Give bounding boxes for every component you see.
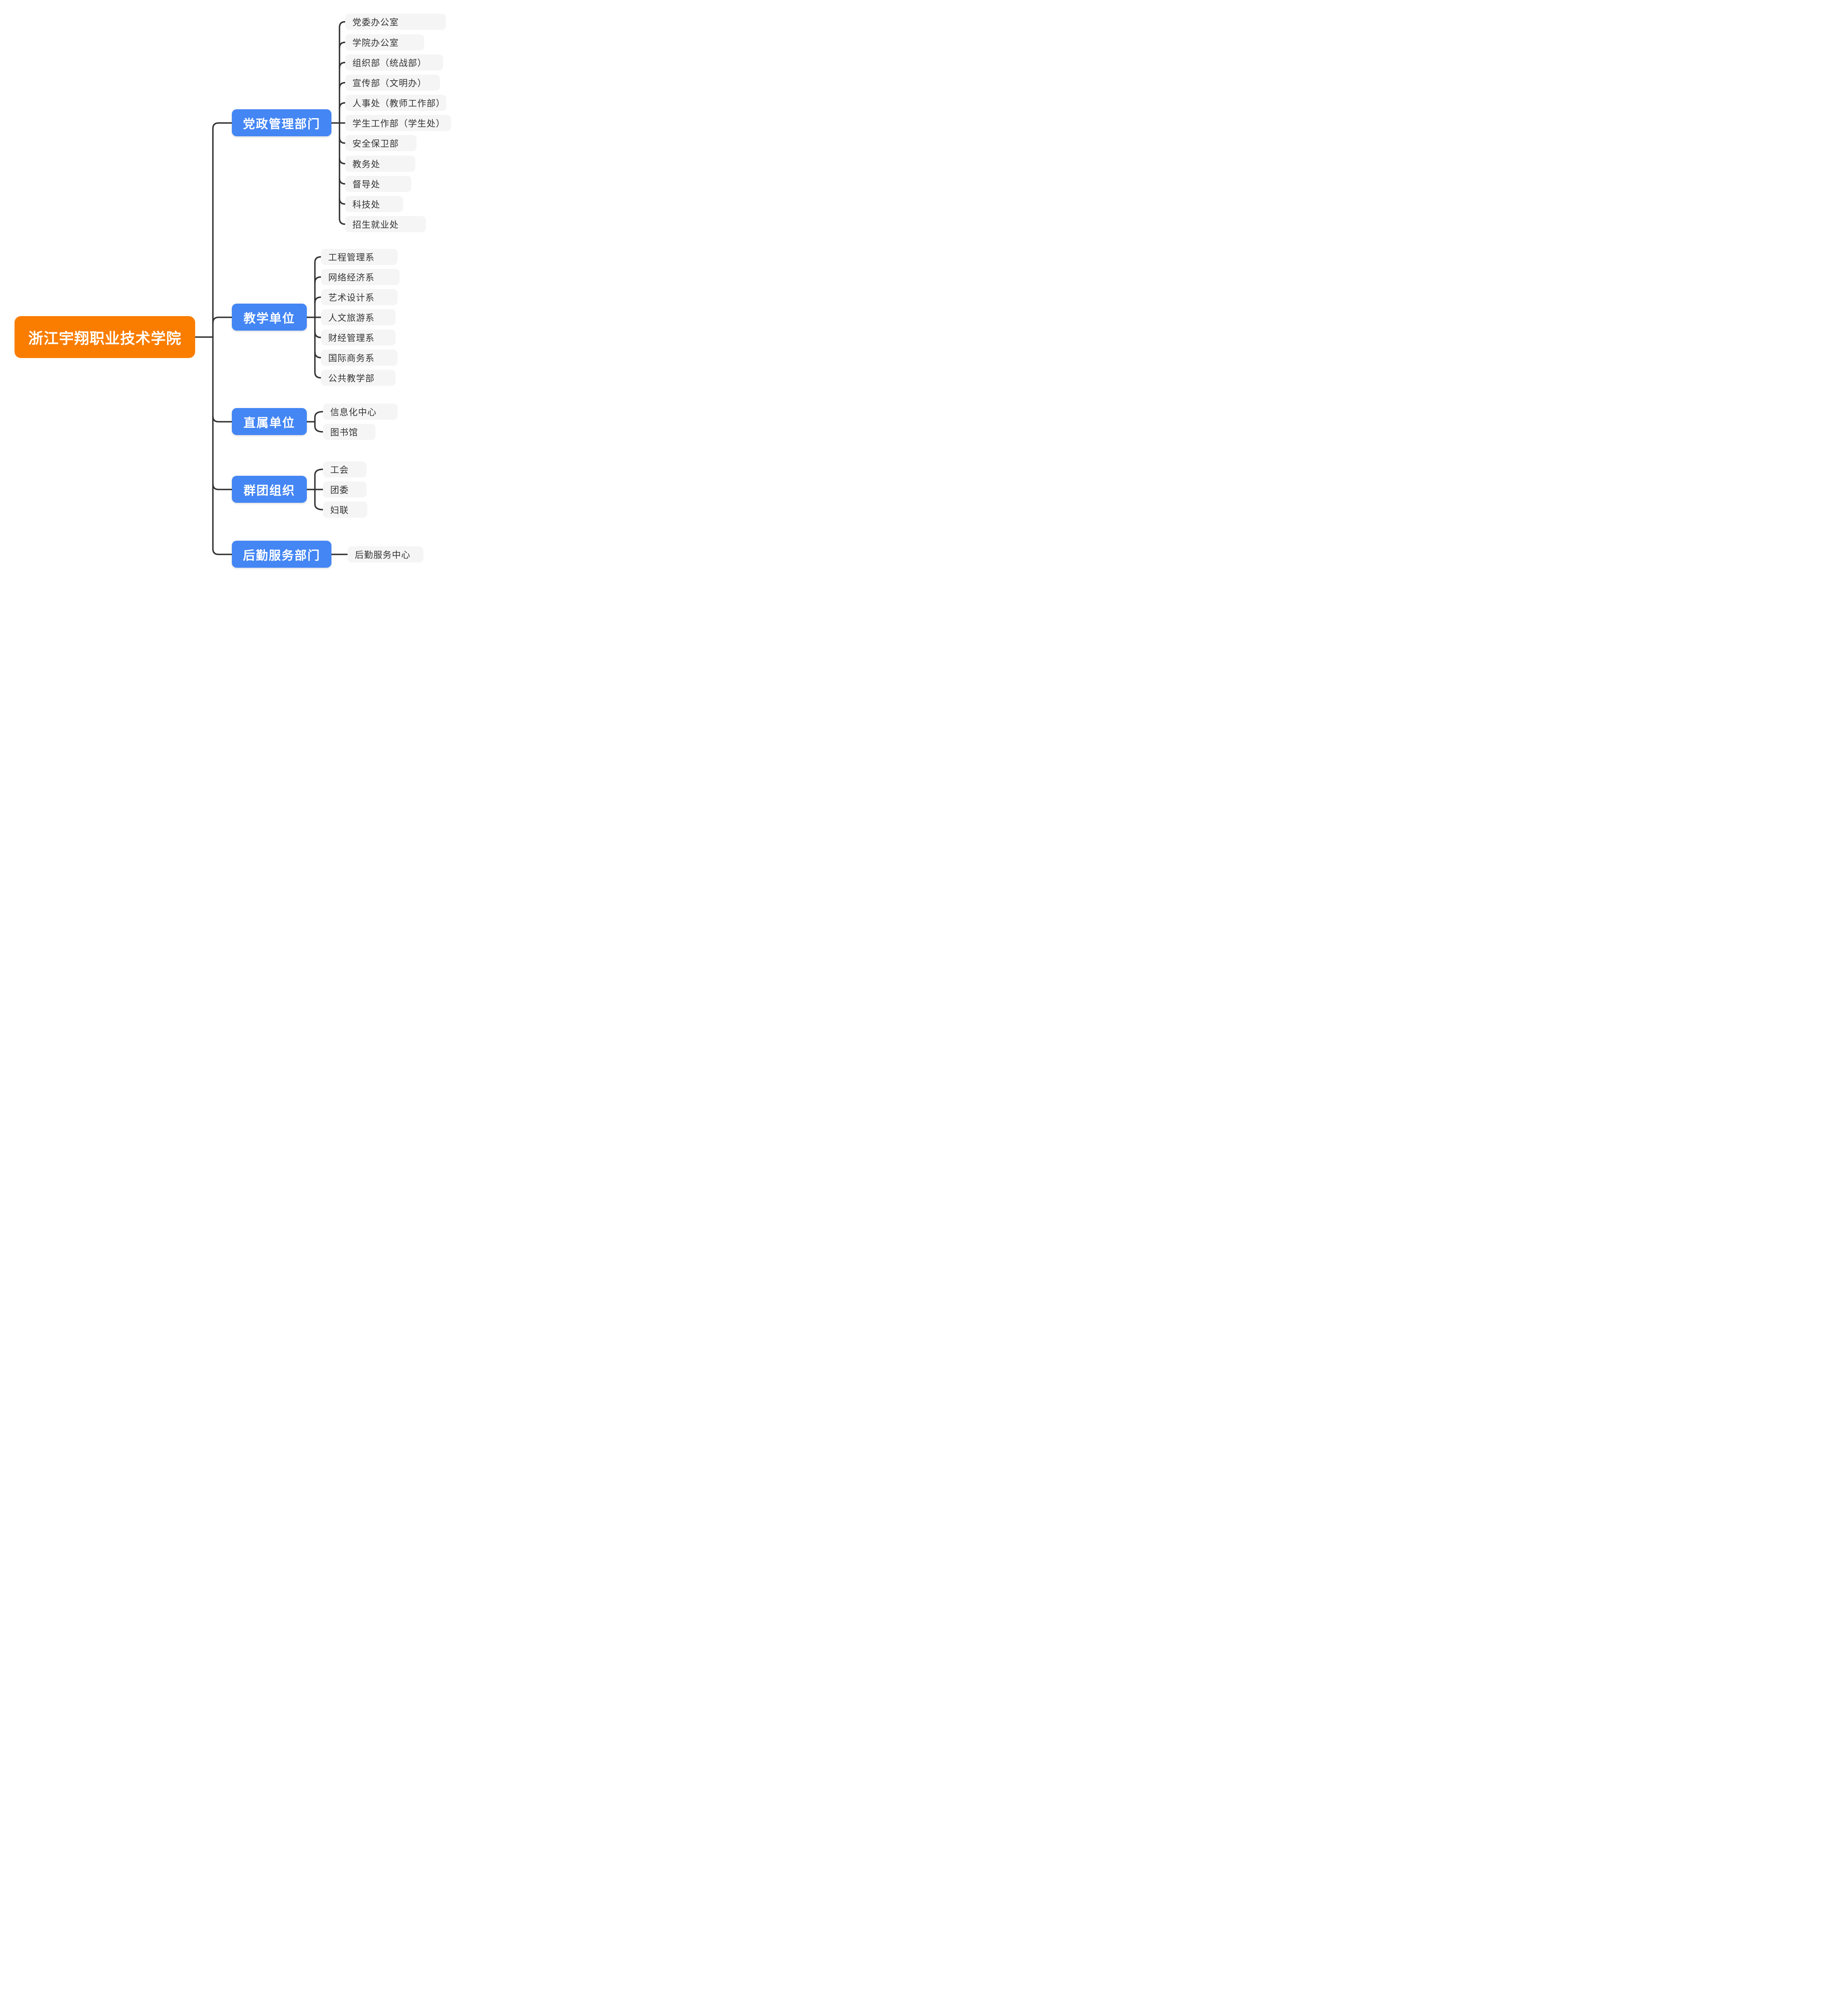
branch-mass-organizations[interactable]: 群团组织 (232, 476, 307, 503)
leaf-node[interactable]: 财经管理系 (321, 329, 396, 346)
leaf-node[interactable]: 学生工作部（学生处） (345, 115, 451, 131)
branch-direct-units[interactable]: 直属单位 (232, 408, 307, 435)
leaf-node[interactable]: 公共教学部 (321, 370, 396, 386)
branch-teaching-units[interactable]: 教学单位 (232, 304, 307, 331)
leaf-node[interactable]: 督导处 (345, 176, 411, 192)
leaf-node[interactable]: 工会 (323, 461, 367, 477)
connector-lines (194, 21, 348, 555)
leaf-node[interactable]: 信息化中心 (323, 404, 398, 420)
leaf-node[interactable]: 安全保卫部 (345, 135, 417, 151)
leaf-node[interactable]: 人事处（教师工作部） (345, 95, 446, 111)
leaf-node[interactable]: 招生就业处 (345, 216, 426, 232)
leaf-node[interactable]: 学院办公室 (345, 34, 424, 50)
branch-logistics-depts[interactable]: 后勤服务部门 (232, 541, 331, 568)
leaf-node[interactable]: 艺术设计系 (321, 289, 398, 305)
mindmap-canvas: 浙江宇翔职业技术学院 党政管理部门 教学单位 直属单位 群团组织 后勤服务部门 … (0, 0, 460, 577)
leaf-node[interactable]: 后勤服务中心 (348, 546, 423, 562)
leaf-node[interactable]: 教务处 (345, 156, 415, 172)
leaf-node[interactable]: 图书馆 (323, 424, 375, 440)
leaf-node[interactable]: 宣传部（文明办） (345, 75, 440, 91)
branch-party-admin-depts[interactable]: 党政管理部门 (232, 109, 331, 136)
leaf-node[interactable]: 人文旅游系 (321, 309, 396, 325)
leaf-node[interactable]: 党委办公室 (345, 14, 446, 30)
root-node[interactable]: 浙江宇翔职业技术学院 (15, 316, 195, 358)
leaf-node[interactable]: 团委 (323, 481, 367, 498)
leaf-node[interactable]: 组织部（统战部） (345, 54, 443, 71)
leaf-node[interactable]: 网络经济系 (321, 269, 400, 285)
leaf-node[interactable]: 工程管理系 (321, 249, 398, 265)
leaf-node[interactable]: 科技处 (345, 196, 403, 212)
leaf-node[interactable]: 妇联 (323, 502, 367, 518)
leaf-node[interactable]: 国际商务系 (321, 350, 398, 366)
